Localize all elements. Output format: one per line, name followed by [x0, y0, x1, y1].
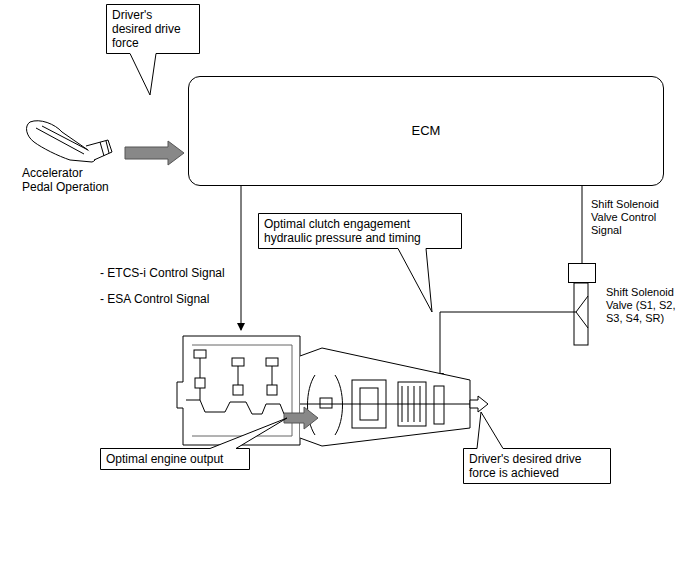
callout-box: Driver's desired drive force [106, 4, 200, 54]
callout-text: Optimal clutch engagement hydraulic pres… [258, 213, 462, 249]
callout-text: Optimal engine output [100, 448, 250, 470]
callout-text: Driver's desired drive force [106, 4, 200, 54]
callout-path [259, 214, 462, 313]
unit-name: ECM [189, 124, 663, 138]
signal-line [241, 186, 242, 330]
hydraulic-line [440, 312, 576, 380]
solenoid-valve [574, 283, 588, 345]
part-name: Shift Solenoid Valve (S1, S2, S3, S4, SR… [606, 286, 688, 325]
engine-output-arrow [284, 407, 318, 429]
callout-box: Optimal engine output [100, 448, 250, 470]
signal-name: - ETCS-i Control Signal [100, 266, 236, 280]
control-signal-line [582, 186, 583, 263]
signal-name: - ESA Control Signal [100, 292, 236, 306]
input-label: Accelerator Pedal Operation [22, 166, 112, 194]
callout-path [464, 412, 611, 484]
control-unit-box: ECM [188, 76, 664, 186]
pedal-illustration [27, 121, 112, 162]
powertrain-illustration [177, 336, 488, 446]
solenoid-box: Shift Solenoid Valve (S1, S2, S3, S4, SR… [568, 263, 596, 283]
callout-box: Optimal clutch engagement hydraulic pres… [258, 213, 462, 249]
callout-box: Driver's desired drive force is achieved [463, 448, 611, 484]
callout-text: Driver's desired drive force is achieved [463, 448, 611, 484]
callout-path [107, 5, 200, 96]
input-arrow [125, 141, 184, 165]
signal-name: Shift Solenoid Valve Control Signal [591, 198, 687, 237]
callout-path [101, 418, 288, 470]
